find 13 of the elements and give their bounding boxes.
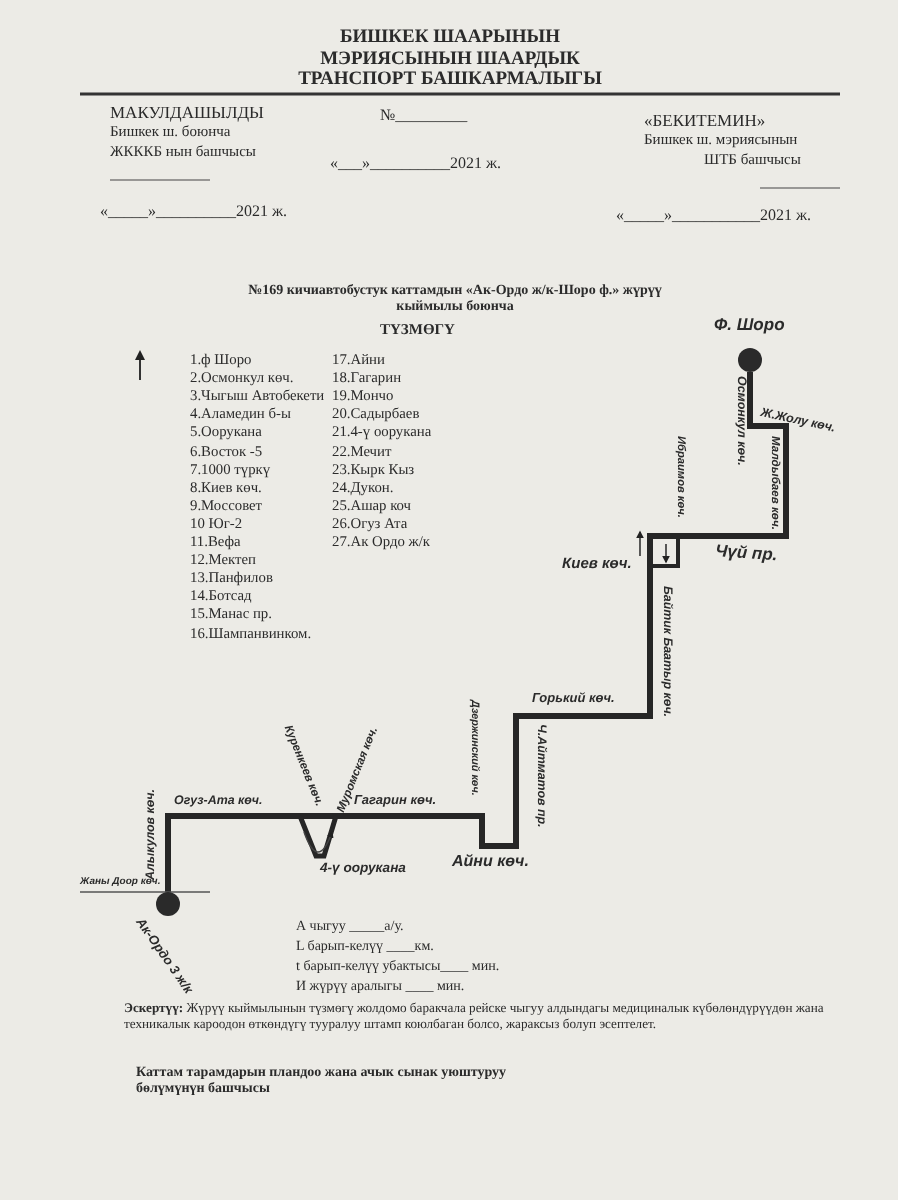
street-label: Чүй пр. — [714, 542, 778, 566]
approval-text: «_____»___________2021 ж. — [616, 206, 812, 225]
street-label: Айни көч. — [452, 852, 529, 871]
stop-name: Ф. Шоро — [714, 316, 785, 336]
approval-text: «БЕКИТЕМИН» — [644, 112, 766, 132]
approval-text: №_________ — [380, 106, 468, 125]
approval-text: «_____»__________2021 ж. — [100, 202, 288, 221]
approval-text: «___»__________2021 ж. — [330, 154, 502, 173]
stop-circle — [156, 892, 180, 916]
approval-text: МАКУЛДАШЫЛДЫ — [110, 104, 264, 124]
stop-circle — [738, 348, 762, 372]
route-line — [165, 372, 789, 892]
document-title: БИШКЕК ШААРЫНЫН МЭРИЯСЫНЫН ШААРДЫК ТРАНСПОРТ БАШКАРМАЛЫГЫ — [296, 28, 604, 91]
